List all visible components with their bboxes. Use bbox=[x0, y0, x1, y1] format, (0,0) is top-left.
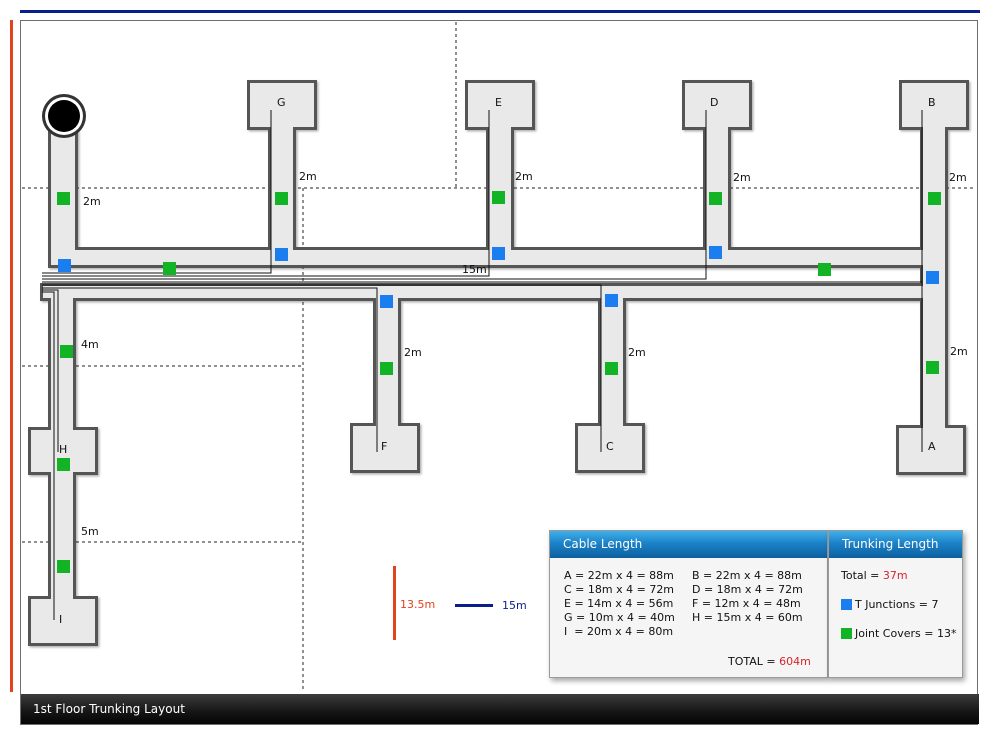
t-junction-count: T Junctions = 7 bbox=[855, 598, 939, 611]
dimension-label: 5m bbox=[81, 525, 99, 538]
room-label-g: G bbox=[277, 96, 286, 109]
cable-runs bbox=[42, 110, 923, 620]
trunking-total-value: 37m bbox=[882, 569, 908, 582]
cable-cell: A = 22m x 4 = 88m bbox=[564, 569, 674, 582]
joint-cover bbox=[57, 560, 70, 573]
dimension-label: 4m bbox=[81, 338, 99, 351]
footer-title: 1st Floor Trunking Layout bbox=[33, 702, 185, 716]
vertical-scale-bar bbox=[393, 566, 396, 640]
joint-cover bbox=[60, 345, 73, 358]
cable-row: A = 22m x 4 = 88m B = 22m x 4 = 88m bbox=[564, 569, 803, 583]
trunking-length-title: Trunking Length bbox=[829, 531, 962, 558]
cable-cell: D = 18m x 4 = 72m bbox=[692, 583, 803, 596]
t-junction bbox=[380, 295, 393, 308]
t-junction bbox=[709, 246, 722, 259]
cable-total-value: 604m bbox=[779, 655, 811, 668]
dimension-label: 2m bbox=[733, 171, 751, 184]
cable-row: E = 14m x 4 = 56m F = 12m x 4 = 48m bbox=[564, 597, 803, 611]
t-junction-markers bbox=[58, 246, 939, 308]
drawing-frame bbox=[20, 20, 978, 725]
cable-cell: G = 10m x 4 = 40m bbox=[564, 611, 675, 624]
dimension-label: 2m bbox=[299, 170, 317, 183]
zone-grid bbox=[22, 22, 976, 692]
horizontal-scale-label: 15m bbox=[502, 599, 527, 612]
room-label-f: F bbox=[381, 440, 388, 453]
trunking-total-label: Total = bbox=[841, 569, 883, 582]
dimension-label: 2m bbox=[83, 195, 101, 208]
cable-row: C = 18m x 4 = 72m D = 18m x 4 = 72m bbox=[564, 583, 803, 597]
room-label-c: C bbox=[606, 440, 614, 453]
joint-cover-swatch bbox=[841, 628, 852, 639]
cable-length-panel: Cable Length A = 22m x 4 = 88m B = 22m x… bbox=[549, 530, 828, 678]
top-border-rule bbox=[20, 10, 980, 13]
cable-entry-point bbox=[42, 94, 86, 138]
cable-cell: H = 15m x 4 = 60m bbox=[692, 611, 803, 624]
cable-row: G = 10m x 4 = 40m H = 15m x 4 = 60m bbox=[564, 611, 803, 625]
horizontal-scale-bar bbox=[455, 604, 493, 607]
joint-cover bbox=[57, 458, 70, 471]
t-junction bbox=[926, 271, 939, 284]
dimension-label: 2m bbox=[515, 170, 533, 183]
cable-length-title: Cable Length bbox=[550, 531, 827, 558]
joint-cover bbox=[605, 362, 618, 375]
joint-cover bbox=[57, 192, 70, 205]
trunking-total: Total = 37m bbox=[841, 569, 908, 582]
footer-title-bar: 1st Floor Trunking Layout bbox=[21, 694, 979, 724]
t-junction bbox=[605, 294, 618, 307]
room-label-b: B bbox=[928, 96, 936, 109]
dimension-label: 15m bbox=[462, 263, 487, 276]
t-junction bbox=[492, 247, 505, 260]
room-label-a: A bbox=[928, 440, 936, 453]
joint-cover bbox=[275, 192, 288, 205]
trunking-length-panel: Trunking Length Total = 37m T Junctions … bbox=[828, 530, 963, 678]
joint-cover bbox=[928, 192, 941, 205]
joint-cover bbox=[163, 262, 176, 275]
joint-cover bbox=[380, 362, 393, 375]
cable-total-label: TOTAL = bbox=[728, 655, 780, 668]
cable-length-table: A = 22m x 4 = 88m B = 22m x 4 = 88m C = … bbox=[564, 569, 803, 639]
joint-cover-count: Joint Covers = 13* bbox=[855, 627, 957, 640]
room-label-e: E bbox=[495, 96, 502, 109]
room-label-d: D bbox=[710, 96, 719, 109]
cable-cell: I = 20m x 4 = 80m bbox=[564, 625, 674, 638]
dimension-label: 2m bbox=[950, 345, 968, 358]
t-junction-swatch bbox=[841, 599, 852, 610]
t-junction bbox=[58, 259, 71, 272]
dimension-label: 2m bbox=[628, 346, 646, 359]
dimension-label: 2m bbox=[404, 346, 422, 359]
joint-cover-markers bbox=[57, 191, 941, 573]
cable-cell: C = 18m x 4 = 72m bbox=[564, 583, 675, 596]
vertical-scale-label: 13.5m bbox=[400, 598, 436, 611]
left-scale-rule bbox=[10, 20, 13, 692]
joint-cover bbox=[709, 192, 722, 205]
cable-cell: B = 22m x 4 = 88m bbox=[692, 569, 802, 582]
joint-cover bbox=[492, 191, 505, 204]
cable-total: TOTAL = 604m bbox=[728, 655, 811, 668]
t-junction-legend: T Junctions = 7 bbox=[841, 598, 938, 611]
room-label-i: I bbox=[59, 613, 63, 626]
joint-cover bbox=[926, 361, 939, 374]
cable-cell: F = 12m x 4 = 48m bbox=[692, 597, 801, 610]
joint-cover-legend: Joint Covers = 13* bbox=[841, 627, 956, 640]
joint-cover bbox=[818, 263, 831, 276]
cable-cell: E = 14m x 4 = 56m bbox=[564, 597, 674, 610]
t-junction bbox=[275, 248, 288, 261]
cable-row: I = 20m x 4 = 80m bbox=[564, 625, 803, 639]
dimension-label: 2m bbox=[949, 171, 967, 184]
room-label-h: H bbox=[59, 443, 68, 456]
